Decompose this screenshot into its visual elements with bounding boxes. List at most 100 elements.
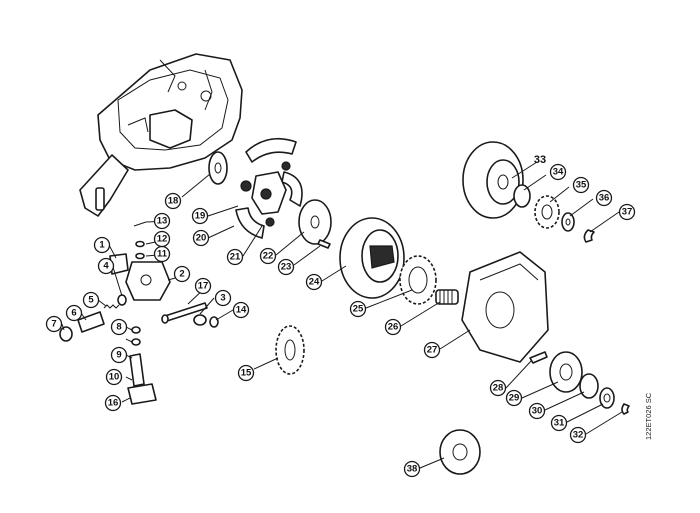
svg-text:13: 13 [157, 216, 168, 227]
callout-34: 34 [549, 163, 567, 181]
callout-29: 29 [505, 389, 523, 407]
callout-9: 9 [110, 346, 128, 364]
callout-26: 26 [384, 318, 402, 336]
clutch-drum-33 [462, 141, 524, 219]
svg-text:4: 4 [103, 261, 109, 272]
callout-2: 2 [173, 265, 191, 283]
callout-7: 7 [45, 315, 63, 333]
thrust-plate-22 [298, 199, 332, 249]
washer-4 [117, 294, 127, 306]
svg-text:27: 27 [427, 345, 438, 356]
svg-text:19: 19 [195, 211, 206, 222]
clutch-shoes [235, 137, 303, 239]
callout-16: 16 [104, 394, 122, 412]
callout-25: 25 [349, 300, 367, 318]
callout-21: 21 [226, 248, 244, 266]
callout-38: 38 [403, 460, 421, 478]
washer-36 [561, 212, 575, 232]
ring-8 [131, 326, 141, 334]
svg-text:1: 1 [99, 240, 105, 251]
rim-sprocket-25 [399, 255, 437, 305]
screw-28 [529, 351, 548, 364]
svg-text:30: 30 [532, 406, 543, 417]
spring-5 [103, 304, 120, 309]
svg-text:8: 8 [116, 322, 121, 333]
callout-11: 11 [153, 245, 171, 263]
svg-text:28: 28 [493, 383, 504, 394]
clutch-drum-24 [339, 217, 405, 299]
pickup-16 [127, 383, 157, 405]
callout-1: 1 [93, 236, 111, 254]
adjuster-7 [59, 326, 73, 342]
svg-text:16: 16 [108, 398, 119, 409]
nut-3 [193, 314, 207, 326]
bearing-35 [534, 195, 560, 229]
eclip-37 [583, 229, 595, 243]
callout-35: 35 [572, 176, 590, 194]
callout-14: 14 [232, 301, 250, 319]
svg-text:21: 21 [230, 252, 241, 263]
callout-27: 27 [423, 341, 441, 359]
svg-text:23: 23 [281, 262, 292, 273]
svg-text:2: 2 [179, 269, 184, 280]
washer-18 [208, 151, 228, 185]
svg-text:5: 5 [88, 295, 94, 306]
callout-32: 32 [569, 426, 587, 444]
svg-text:32: 32 [573, 430, 584, 441]
plug-6 [77, 311, 105, 333]
callout-12: 12 [153, 230, 171, 248]
svg-text:10: 10 [109, 372, 120, 383]
needle-cage-26 [435, 289, 459, 305]
svg-text:36: 36 [599, 193, 610, 204]
callout-36: 36 [595, 189, 613, 207]
callout-8: 8 [110, 318, 128, 336]
worm-gear-15 [275, 325, 305, 375]
crankcase-housing [79, 53, 243, 217]
callout-22: 22 [259, 247, 277, 265]
callout-20: 20 [192, 229, 210, 247]
callout-28: 28 [489, 379, 507, 397]
callout-4: 4 [97, 257, 115, 275]
callout-10: 10 [105, 368, 123, 386]
small-parts-11-13 [133, 221, 147, 260]
svg-text:26: 26 [388, 322, 399, 333]
sprocket-29 [549, 351, 583, 393]
svg-text:20: 20 [196, 233, 207, 244]
svg-text:29: 29 [509, 393, 520, 404]
svg-text:18: 18 [168, 196, 179, 207]
ring-9 [131, 338, 141, 346]
svg-text:17: 17 [198, 281, 209, 292]
ring-30 [579, 373, 599, 399]
callout-3: 3 [214, 289, 232, 307]
svg-text:35: 35 [576, 180, 587, 191]
svg-text:38: 38 [407, 464, 418, 475]
svg-text:11: 11 [157, 249, 168, 260]
svg-text:3: 3 [220, 293, 225, 304]
oil-pump-2 [125, 261, 171, 301]
washer-31 [599, 387, 615, 409]
svg-text:15: 15 [241, 368, 252, 379]
svg-text:34: 34 [553, 167, 564, 178]
svg-text:7: 7 [51, 319, 56, 330]
svg-text:14: 14 [236, 305, 247, 316]
callout-24: 24 [305, 273, 323, 291]
callout-13: 13 [153, 212, 171, 230]
svg-text:6: 6 [71, 308, 76, 319]
drawing-code: 122ET026 SC [644, 392, 653, 440]
callout-23: 23 [277, 258, 295, 276]
svg-text:9: 9 [116, 350, 121, 361]
callout-19: 19 [191, 207, 209, 225]
svg-text:31: 31 [554, 418, 565, 429]
ring-34 [513, 184, 531, 208]
svg-text:24: 24 [309, 277, 320, 288]
callout-31: 31 [550, 414, 568, 432]
eclip-32 [621, 403, 630, 415]
hose-10 [129, 353, 145, 387]
callout-15: 15 [237, 364, 255, 382]
callout-6: 6 [65, 304, 83, 322]
svg-text:37: 37 [622, 207, 633, 218]
bolt-17 [161, 302, 208, 324]
callout-30: 30 [528, 402, 546, 420]
callout-37: 37 [618, 203, 636, 221]
